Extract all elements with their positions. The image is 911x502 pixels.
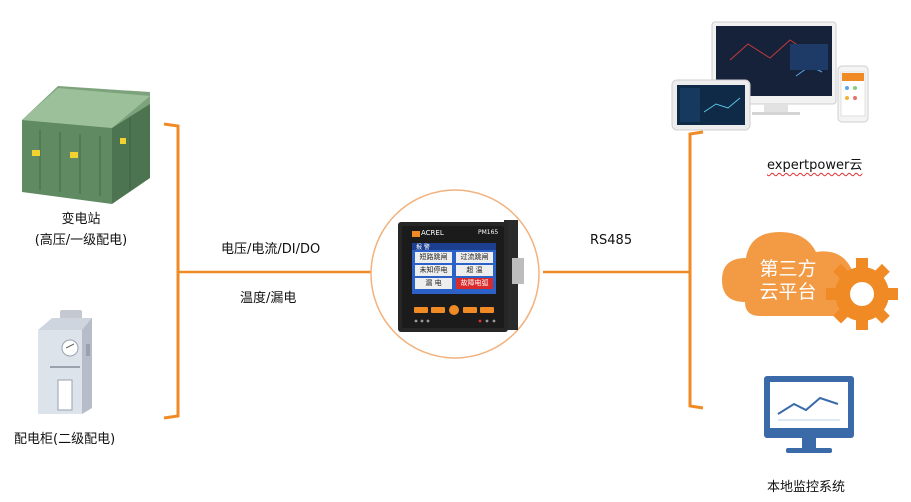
substation-level: (高压/一级配电)	[34, 233, 128, 248]
third-party-line2: 云平台	[759, 281, 817, 303]
device-brand: ACREL	[421, 229, 444, 237]
third-party-line1: 第三方	[759, 258, 817, 280]
substation-label: 变电站 (高压/一级配电)	[6, 208, 156, 248]
alarm-cell-overtemp: 超 温	[466, 266, 483, 274]
alarm-cell-arc-fault: 故障电弧	[460, 279, 489, 287]
protocol-label: RS485	[590, 233, 633, 248]
cabinet-icon	[38, 310, 92, 414]
local-monitor-label: 本地监控系统	[767, 480, 846, 495]
signal-label-secondary: 温度/漏电	[240, 291, 297, 306]
substation-name: 变电站	[61, 212, 101, 227]
left-bracket	[163, 122, 180, 420]
right-bracket	[688, 130, 704, 410]
alarm-cell-overcurrent: 过流跳闸	[460, 253, 489, 261]
meter-device	[398, 220, 524, 332]
device-screen-header: 报 警	[416, 244, 430, 251]
cabinet-label: 配电柜(二级配电)	[14, 432, 116, 447]
monitor-icon	[764, 376, 854, 453]
gear-icon	[826, 258, 898, 330]
device-model: PM165	[478, 229, 499, 236]
signal-label-primary: 电压/电流/DI/DO	[221, 242, 321, 257]
alarm-cell-unknown-outage: 未知停电	[419, 266, 448, 274]
expertpower-label: expertpower云	[767, 158, 863, 173]
alarm-cell-leakage: 漏 电	[425, 279, 442, 287]
alarm-cell-short-circuit: 短路跳闸	[419, 253, 448, 261]
third-party-cloud-label: 第三方 云平台	[752, 258, 824, 304]
substation-icon	[22, 86, 150, 204]
expertpower-devices-icon	[671, 21, 869, 131]
